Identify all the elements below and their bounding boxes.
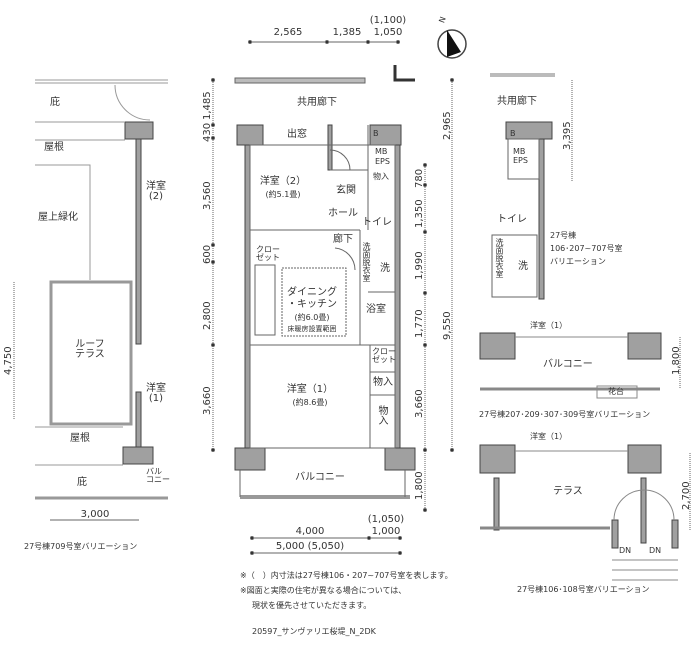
rb-dim: 2,700 [681,481,692,510]
label-bay-window: 出窓 [287,129,307,140]
dim-left-2: 430 [202,122,213,142]
label-entrance: 玄関 [336,185,356,196]
dim-right-3: 1,350 [414,199,425,228]
rt-caption-2: 106･207~707号室 [550,244,623,253]
rt-mb: MB [513,147,526,156]
rt-toilet: トイレ [497,214,527,225]
rb-dn-1: DN [619,546,632,555]
left-caption: 27号棟709号室バリエーション [24,542,138,551]
label-bath: 浴室 [366,304,386,315]
left-room1: 洋室 (1) [146,383,166,404]
rb-room1: 洋室（1） [530,432,568,441]
rt-washroom: 洗面脱衣室 [495,238,504,278]
dim-left-1: 1,485 [202,91,213,120]
dim-top-3-alt: (1,100) [369,15,407,26]
label-corridor: 共用廊下 [297,97,337,108]
label-room2: 洋室（2） [259,176,307,187]
rt-wash: 洗 [518,261,528,272]
dim-right-4: 1,990 [414,251,425,280]
label-room2-size: (約5.1畳) [265,190,301,199]
label-hall: ホール [328,208,358,219]
label-storage-top: 物入 [373,172,389,181]
rb-caption: 27号棟106･108号室バリエーション [517,585,650,594]
left-dim-width: 3,000 [80,509,110,520]
dim-top-2: 1,385 [332,27,362,38]
main-plan-walls [234,124,416,471]
label-storage-mid: 物入 [373,377,393,388]
label-dk-2: ・キッチン [287,299,337,310]
note-line-3: 現状を優先させていただきます。 [252,601,372,610]
dim-right-1: 2,965 [442,111,453,140]
label-eps: EPS [375,157,390,166]
label-mb: MB [375,147,388,156]
label-floor-heating: 床暖房設置範囲 [287,325,337,333]
dim-top-3: 1,050 [373,27,403,38]
rt-dim: 3,395 [562,121,573,150]
rt-corridor: 共用廊下 [497,96,537,107]
dim-left-4: 600 [202,244,213,264]
label-closet-left: クロー ゼット [256,245,280,262]
rt-b: B [510,129,516,138]
label-wash: 洗 [380,263,390,274]
label-balcony: バルコニー [295,472,345,483]
rm-planter: 花台 [608,387,624,396]
dim-right-7: 1,800 [414,471,425,500]
left-roof-top: 屋根 [44,142,64,153]
rt-caption-3: バリエーション [550,257,606,266]
rt-caption-1: 27号棟 [550,231,577,240]
note-line-2: ※図面と実際の住宅が異なる場合については、 [240,586,407,595]
rm-room1: 洋室（1） [530,321,568,330]
label-room1-size: (約8.6畳) [292,398,328,407]
dim-right-5: 1,770 [414,309,425,338]
left-balcony: バル コニー [146,467,170,484]
left-room2: 洋室 (2) [146,181,166,202]
rt-eps: EPS [513,156,528,165]
label-storage-low: 物入 [376,405,387,425]
label-closet-right: クロー ゼット [372,347,396,364]
right-top-plan-walls [505,121,553,300]
dim-right-total: 9,550 [442,311,453,340]
rb-dn-2: DN [649,546,662,555]
label-dk-size: (約6.0畳) [294,313,330,322]
right-bottom-plan-walls [479,444,679,549]
compass-icon [437,29,467,59]
left-rooftop-green: 屋上緑化 [38,212,78,223]
dim-right-6: 3,660 [414,389,425,418]
left-eaves-top: 庇 [50,97,60,108]
rm-balcony: バルコニー [543,359,593,370]
right-mid-plan-walls [479,332,662,360]
label-room1: 洋室（1） [286,384,334,395]
left-plan-walls [49,121,154,465]
left-dim-height: 4,750 [3,346,14,375]
left-eaves-bottom: 庇 [77,477,87,488]
rb-terrace: テラス [553,486,583,497]
rm-caption: 27号棟207･209･307･309号室バリエーション [479,410,651,419]
note-line-1: ※（ ）内寸法は27号棟106・207~707号室を表します。 [240,571,453,580]
dim-bottom-total: 5,000 (5,050) [275,541,345,552]
dim-bottom-2-alt: (1,050) [367,514,405,525]
dim-left-5: 2,800 [202,301,213,330]
rm-dim: 1,800 [671,346,682,375]
plan-code: 20597_サンヴァリエ桜堤_N_2DK [252,627,376,636]
label-washroom: 洗面脱衣室 [362,242,371,282]
label-hallway: 廊下 [333,234,353,245]
left-roof-terrace: ルーフ テラス [75,339,105,360]
label-b: B [373,129,379,138]
label-dk-1: ダイニング [287,287,337,298]
label-toilet: トイレ [362,217,392,228]
dim-left-3: 3,560 [202,181,213,210]
dim-bottom-2: 1,000 [371,526,401,537]
dim-right-2: 780 [414,168,425,188]
dim-top-1: 2,565 [273,27,303,38]
left-roof-bottom: 屋根 [70,433,90,444]
dim-left-6: 3,660 [202,386,213,415]
dim-bottom-1: 4,000 [295,526,325,537]
